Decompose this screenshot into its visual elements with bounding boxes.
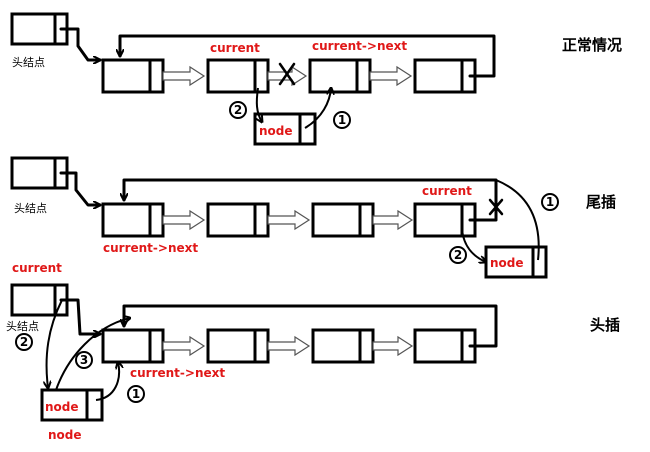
step-1-badge: 1 [127,385,145,403]
list-node [101,328,165,364]
next-arrow [267,335,311,357]
next-arrow [162,335,206,357]
svg-text:1: 1 [132,387,140,401]
step-2-badge: 2 [15,333,33,351]
list-node-current-next [308,58,372,94]
svg-text:1: 1 [338,113,346,127]
cross-mark [488,198,504,216]
step-3-badge: 3 [75,351,93,369]
new-node-label: node [490,256,524,270]
head-node [10,283,69,317]
step-2-link [461,229,486,262]
head-node-label: 头结点 [14,202,47,215]
svg-text:2: 2 [454,248,462,262]
current-label: current [210,41,260,55]
cross-mark [278,62,296,86]
step-3-link [55,318,130,391]
section-normal: 正常情况 头结点 [10,12,622,146]
list-node [413,328,477,364]
list-node-current [413,202,477,238]
step-1-link [495,179,540,261]
next-arrow [162,65,206,87]
list-node [206,328,270,364]
list-node [413,58,477,94]
list-node [206,202,270,238]
svg-text:3: 3 [80,353,88,367]
list-node [101,202,165,238]
head-node [10,12,69,46]
step-2-link [257,87,262,122]
svg-text:2: 2 [234,103,242,117]
section-title-tail: 尾插 [586,193,616,211]
current-label: current [12,261,62,275]
next-arrow [369,65,413,87]
list-node [101,58,165,94]
step-1-link [95,362,119,401]
svg-text:2: 2 [20,335,28,349]
step-2-link [47,299,63,388]
new-node-label: node [45,400,79,414]
new-node-caption: node [48,428,82,442]
circular-link [120,34,496,78]
head-node [10,156,69,190]
current-next-label: current->next [103,241,198,255]
section-title-normal: 正常情况 [562,36,622,54]
head-node-label: 头结点 [12,56,45,69]
head-pointer [59,298,102,334]
current-next-label: current->next [312,39,407,53]
list-node-current [206,58,270,94]
head-node-label: 头结点 [6,320,39,333]
step-1-link [304,88,331,129]
step-1-badge: 1 [541,193,559,211]
list-node [311,202,375,238]
section-title-head: 头插 [590,316,620,334]
new-node-label: node [259,124,293,138]
head-pointer [59,27,102,60]
section-head-insert: 头插 current 头结点 current->next [6,261,620,442]
current-next-label: current->next [130,366,225,380]
new-node [253,112,317,146]
svg-text:1: 1 [546,195,554,209]
head-pointer [59,171,102,205]
next-arrow [162,209,206,231]
new-node [40,388,104,422]
step-1-badge: 1 [333,111,351,129]
list-node [311,328,375,364]
current-label: current [422,184,472,198]
next-arrow [372,335,414,357]
circular-link [124,304,498,348]
next-arrow [267,209,311,231]
next-arrow [372,209,414,231]
section-tail-insert: 尾插 头结点 curren [10,156,616,279]
step-2-badge: 2 [229,101,247,119]
step-2-badge: 2 [449,246,467,264]
